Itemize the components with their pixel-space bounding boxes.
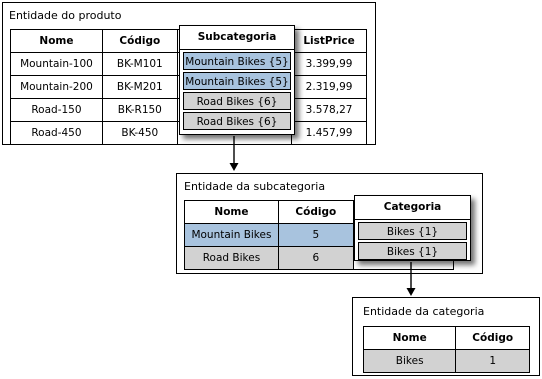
category-popup: Categoria Bikes {1} Bikes {1} <box>354 195 471 261</box>
arrow-subcategory-to-entity <box>229 136 239 171</box>
subcategory-cell: Mountain Bikes {5} <box>183 52 291 70</box>
cell-codigo: BK-450 <box>101 121 178 145</box>
cell-nome: Mountain-100 <box>10 52 103 76</box>
subcategory-cell: Mountain Bikes {5} <box>183 72 291 90</box>
cell-nome: Road-450 <box>10 121 103 145</box>
cell-nome: Road Bikes <box>184 246 279 270</box>
subcategory-popup: Subcategoria Mountain Bikes {5} Mountain… <box>179 25 295 135</box>
category-cell: Bikes {1} <box>358 222 467 240</box>
subcategory-entity-title: Entidade da subcategoria <box>184 180 326 193</box>
subcategory-cell: Road Bikes {6} <box>183 112 291 130</box>
cell-codigo: 1 <box>455 349 530 373</box>
category-table: Nome Código Bikes 1 <box>362 326 530 373</box>
cell-codigo: 6 <box>277 246 354 270</box>
table-row: Bikes 1 <box>362 349 530 373</box>
arrow-category-to-entity <box>406 262 416 296</box>
cell-nome: Mountain-200 <box>10 75 103 99</box>
category-cell: Bikes {1} <box>358 242 467 260</box>
column-header-nome: Nome <box>10 29 103 53</box>
column-header-codigo: Código <box>101 29 178 53</box>
subcategory-popup-header: Subcategoria <box>180 26 294 50</box>
cell-codigo: BK-M101 <box>101 52 178 76</box>
cell-nome: Road-150 <box>10 98 103 122</box>
product-entity-title: Entidade do produto <box>9 9 122 22</box>
cell-nome: Bikes <box>362 349 457 373</box>
category-popup-header: Categoria <box>355 196 470 220</box>
cell-price: 3.578,27 <box>291 98 367 122</box>
category-entity-title: Entidade da categoria <box>363 305 485 318</box>
column-header-listprice: ListPrice <box>291 29 367 53</box>
subcategory-cell: Road Bikes {6} <box>183 92 291 110</box>
